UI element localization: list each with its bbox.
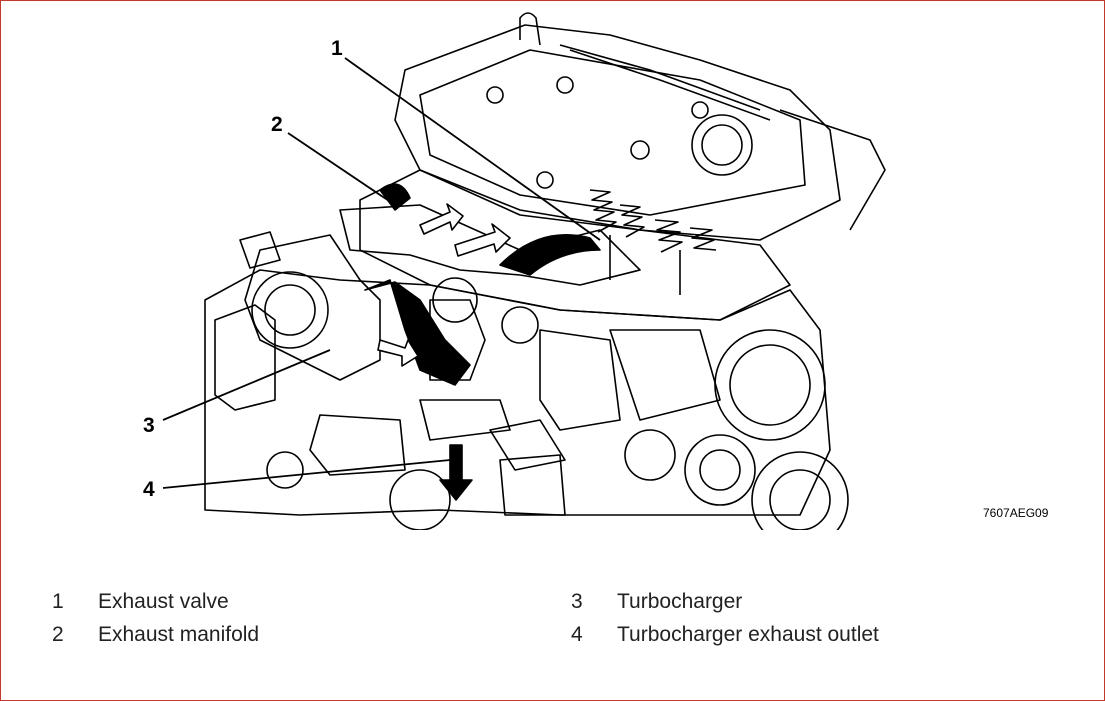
outlet-pipe <box>419 399 511 441</box>
figure-code: 7607AEG09 <box>983 506 1049 520</box>
legend-number-4: 4 <box>571 623 583 646</box>
leader-line-2 <box>287 132 396 206</box>
legend-label-1: Exhaust valve <box>98 590 229 613</box>
callout-4: 4 <box>143 478 155 501</box>
lifting-eye <box>519 12 541 46</box>
valve-cover <box>394 24 841 241</box>
callout-1: 1 <box>331 37 343 60</box>
callout-2: 2 <box>271 113 283 136</box>
leader-line-1 <box>344 57 601 241</box>
cylinder-head <box>359 169 791 321</box>
fuel-rail <box>559 44 771 121</box>
legend-number-2: 2 <box>52 623 64 646</box>
leader-line-3 <box>162 349 331 421</box>
callout-3: 3 <box>143 414 155 437</box>
oil-filler-cap <box>691 114 753 176</box>
engine-exhaust-diagram <box>162 12 886 530</box>
leader-line-4 <box>162 459 451 489</box>
turbocharger-housing <box>244 234 381 381</box>
outlet-flow-arrow <box>439 444 473 501</box>
legend-number-3: 3 <box>571 590 583 613</box>
crank-pulley <box>714 329 826 441</box>
engine-block <box>204 269 831 516</box>
legend-label-2: Exhaust manifold <box>98 623 260 646</box>
legend-number-1: 1 <box>52 590 64 613</box>
exhaust-flow-path <box>499 234 601 276</box>
legend-label-3: Turbocharger <box>617 590 743 613</box>
legend-label-4: Turbocharger exhaust outlet <box>617 623 879 646</box>
valve-cover-ridge <box>419 49 806 216</box>
